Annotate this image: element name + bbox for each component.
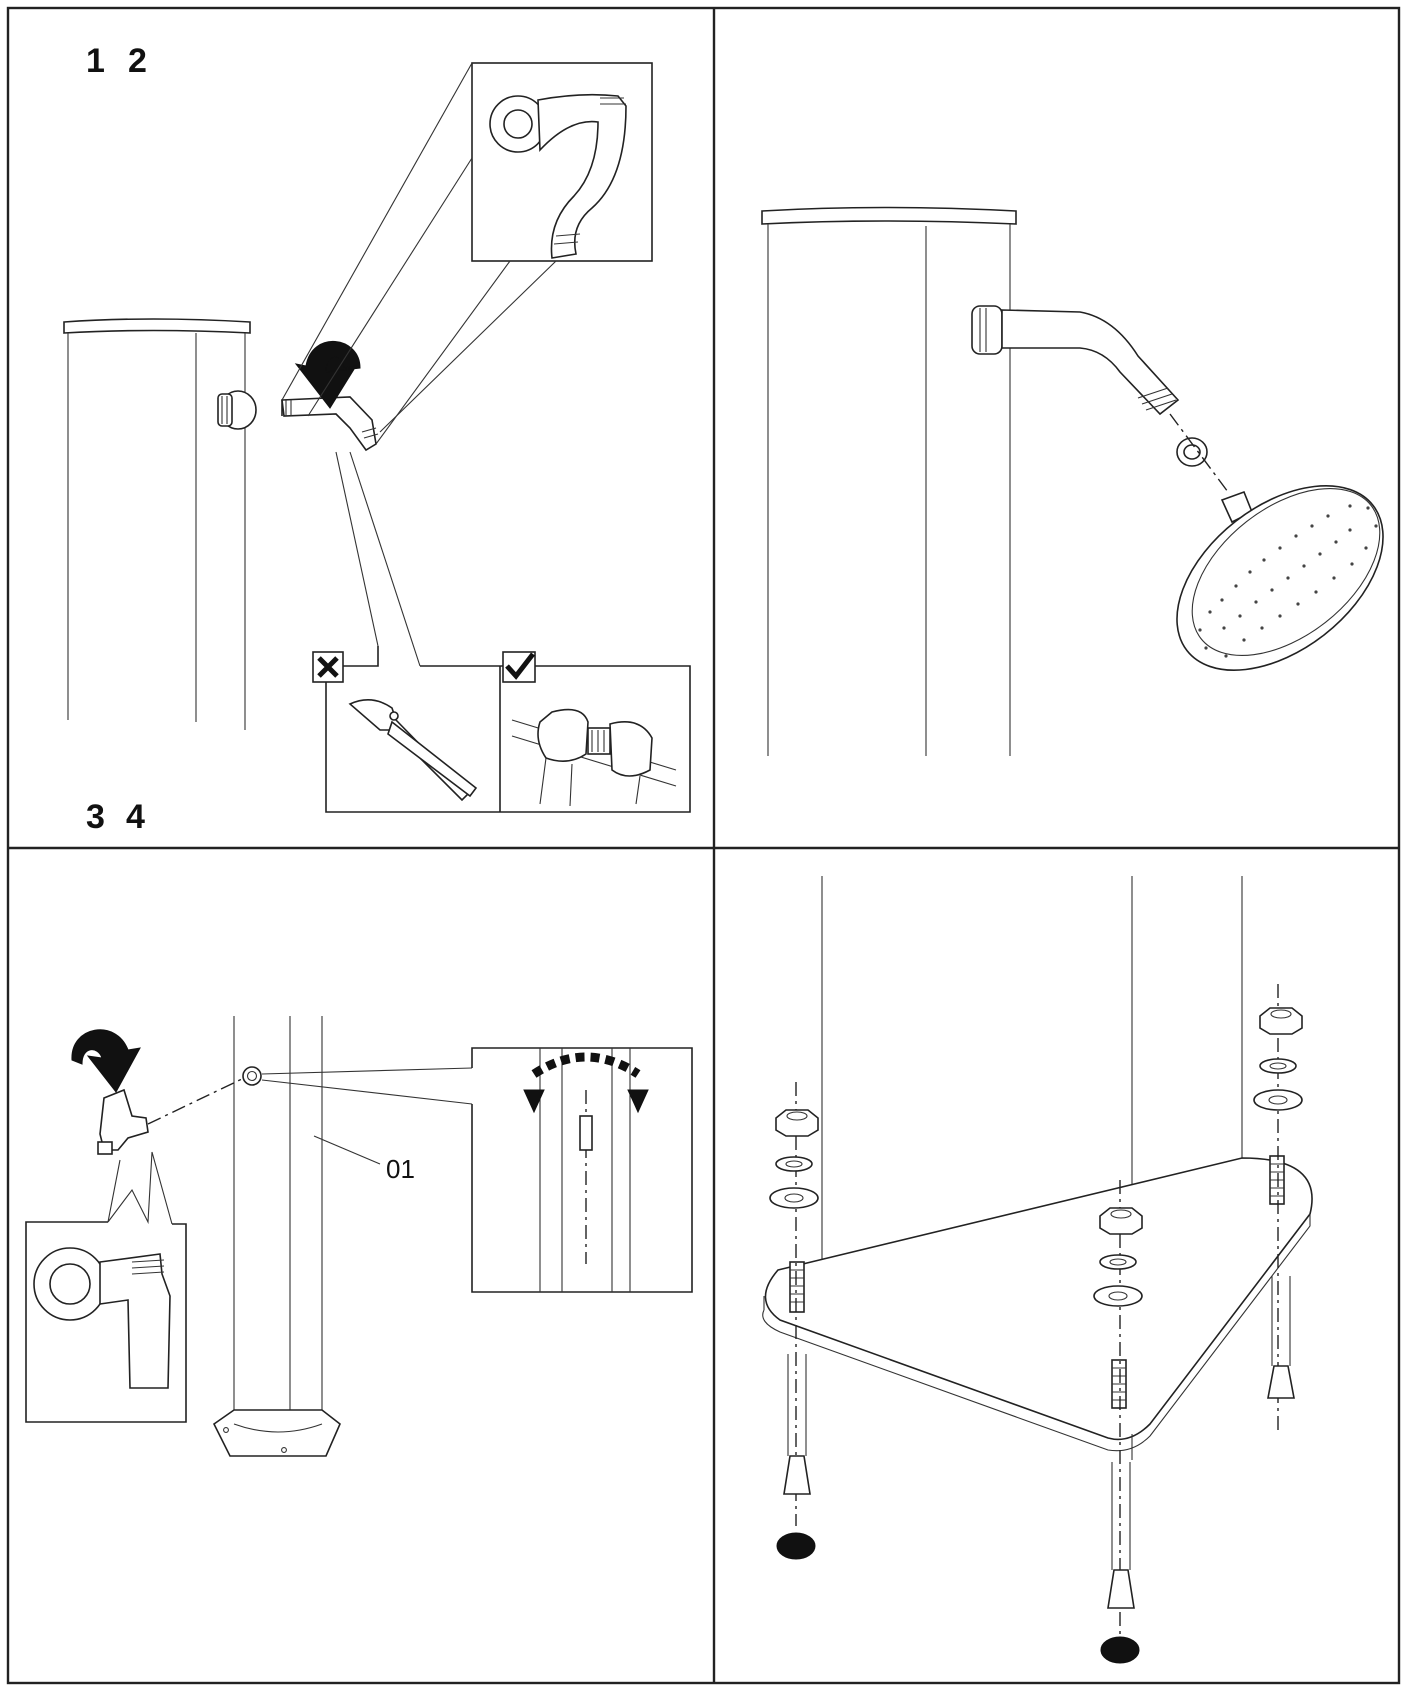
panel-step-1 <box>63 62 691 813</box>
step-number-1: 1 <box>86 42 105 80</box>
shower-arm <box>281 396 379 452</box>
cross-icon <box>312 651 344 683</box>
part-number-label: 01 <box>386 1154 415 1184</box>
outlet-fitting <box>242 1066 262 1086</box>
panel-grid <box>6 6 1401 1685</box>
nut-washer-stack-right <box>1253 1007 1303 1111</box>
shower-column <box>761 206 1017 756</box>
shower-column <box>212 1016 341 1457</box>
water-tap <box>97 1077 245 1155</box>
zoom-callout-thread <box>25 1221 187 1423</box>
zoom-callout-arm <box>281 62 653 445</box>
pliers-drawing <box>348 699 478 802</box>
base-plate <box>762 1157 1313 1460</box>
shower-head <box>1176 485 1384 671</box>
step-number-4: 4 <box>126 798 145 836</box>
nut-washer-stack-left <box>769 1109 819 1209</box>
panel-step-3: 01 <box>25 1016 693 1457</box>
zoom-indicator <box>107 1151 173 1225</box>
threaded-rod <box>789 1155 1285 1409</box>
anchor-right <box>1267 1276 1295 1399</box>
panel-step-2 <box>761 206 1384 756</box>
anchor-middle <box>1100 1462 1140 1664</box>
shower-arm <box>971 305 1180 416</box>
shower-column <box>63 318 251 730</box>
rotate-arrow-icon <box>71 1029 141 1093</box>
assembly-axis <box>1169 413 1229 493</box>
rotate-arrow-icon <box>294 340 361 409</box>
check-icon <box>502 651 536 683</box>
leader-line <box>313 1135 381 1165</box>
panel-step-4 <box>762 876 1313 1664</box>
nut-washer-stack-middle <box>1093 1207 1143 1307</box>
outlet-fitting <box>217 390 257 430</box>
hand-tightening-drawing <box>511 708 677 807</box>
rotate-dashed-arrow-icon <box>523 1052 649 1114</box>
anchor-left <box>776 1354 816 1560</box>
zoom-callout-tools <box>312 451 691 813</box>
step-number-2: 2 <box>128 42 147 80</box>
step-number-3: 3 <box>86 798 105 836</box>
zoom-callout-alignment <box>261 1047 693 1293</box>
washer <box>1176 437 1208 467</box>
